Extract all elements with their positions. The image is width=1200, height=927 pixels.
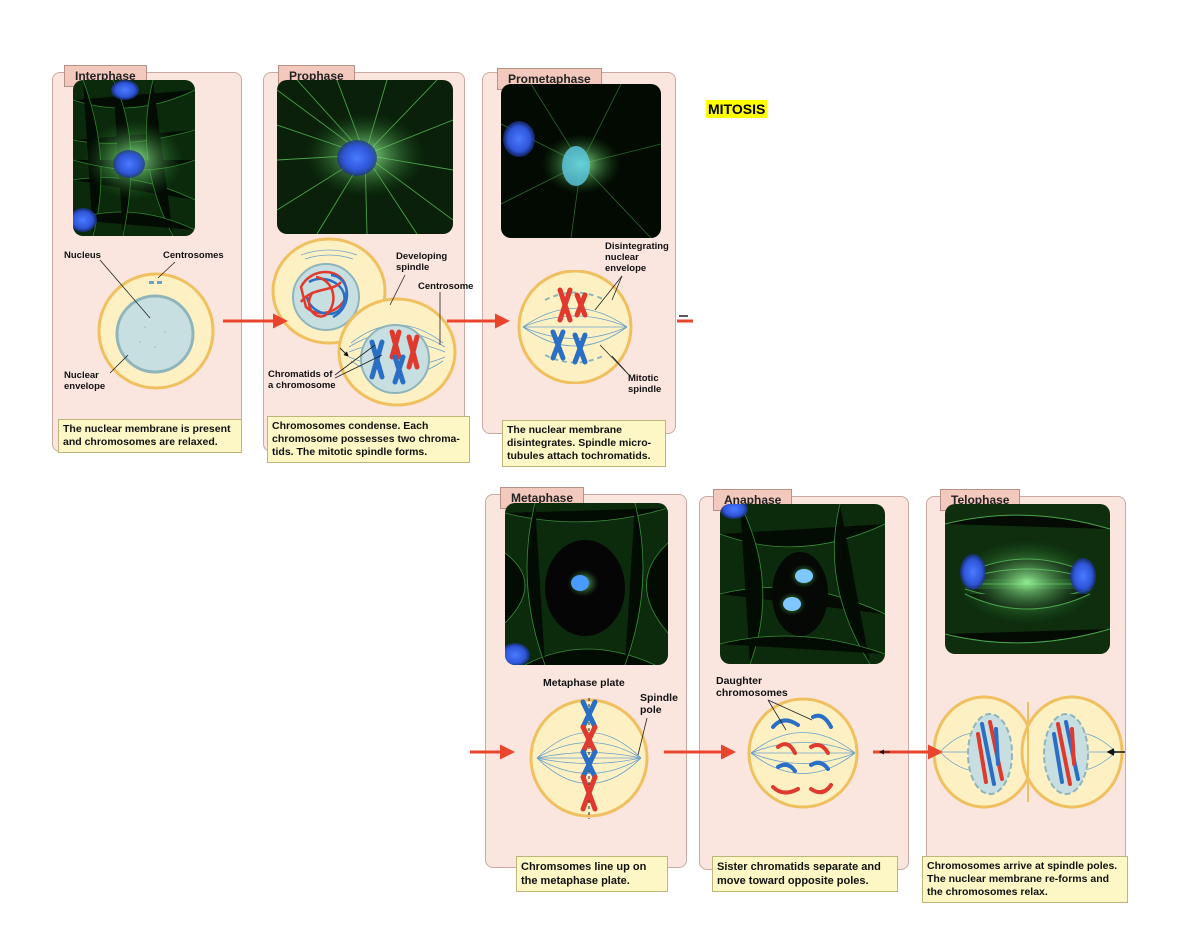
prophase-late-diagram (337, 297, 457, 407)
label-metaphase-plate: Metaphase plate (543, 677, 625, 689)
prophase-micrograph (277, 80, 453, 234)
interphase-cell-diagram (95, 272, 217, 390)
mitosis-title: MITOSIS (706, 100, 768, 118)
label-centrosomes: Centrosomes (163, 250, 224, 261)
prometaphase-micrograph (501, 84, 661, 238)
metaphase-micrograph (505, 503, 668, 665)
metaphase-cell-diagram (529, 697, 649, 819)
telophase-micrograph (945, 504, 1110, 654)
label-centrosome: Centrosome (418, 281, 474, 292)
telophase-cell-diagram (932, 694, 1124, 810)
anaphase-micrograph (720, 504, 885, 664)
interphase-micrograph (73, 80, 195, 236)
telophase-caption: Chromosomes arrive at spindle poles.The … (922, 856, 1128, 903)
prometaphase-cell-diagram (515, 270, 635, 384)
label-nucleus: Nucleus (64, 250, 101, 261)
anaphase-cell-diagram (743, 697, 863, 809)
